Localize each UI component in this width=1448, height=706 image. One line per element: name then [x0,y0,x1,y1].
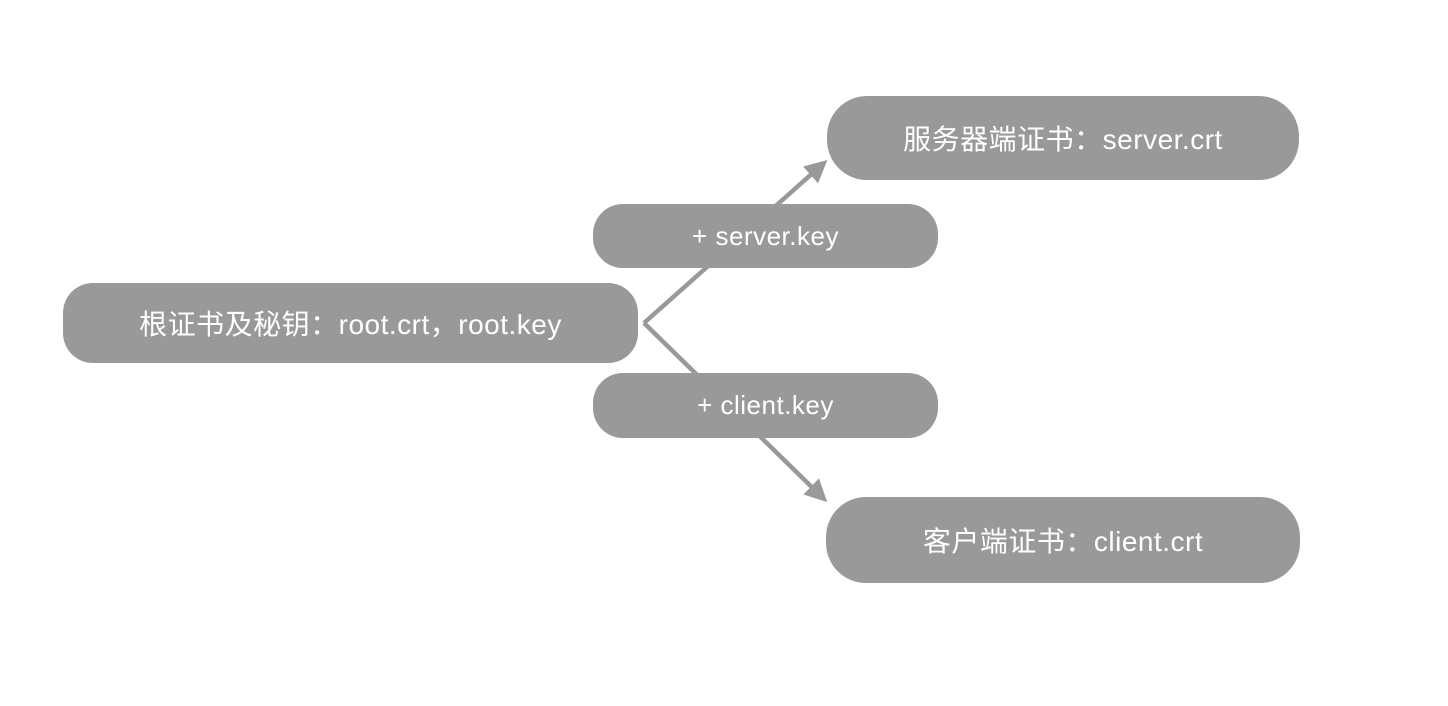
node-client-key-label: + client.key [697,390,834,420]
node-server-key: + server.key [593,204,938,268]
node-client-cert-label: 客户端证书：client.crt [922,526,1204,557]
node-server-cert-label: 服务器端证书：server.crt [903,124,1223,155]
node-server-key-label: + server.key [692,220,839,251]
node-client-key: + client.key [593,373,938,438]
node-root-cert: 根证书及秘钥：root.crt，root.key [63,283,638,363]
node-root-cert-label: 根证书及秘钥：root.crt，root.key [139,309,562,340]
node-client-cert: 客户端证书：client.crt [826,497,1300,583]
node-server-cert: 服务器端证书：server.crt [827,96,1299,180]
